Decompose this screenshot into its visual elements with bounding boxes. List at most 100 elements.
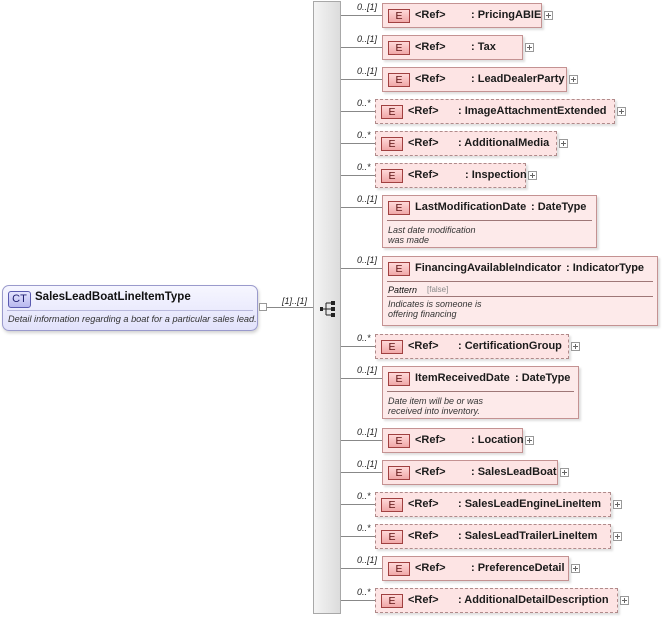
element-multiplicity: 0..* [357,523,371,533]
element-multiplicity: 0..[1] [357,255,378,265]
element-documentation: Date item will be or was [388,396,484,406]
complex-type-multiplicity: [1]..[1] [282,296,308,306]
element-name: : PricingABIE [471,9,542,21]
element-documentation: received into inventory. [388,406,480,416]
expand-icon[interactable] [569,75,578,84]
element-box[interactable]: E <Ref> : Location [382,428,524,453]
expand-icon[interactable] [525,436,534,445]
element-box[interactable]: E<Ref>: SalesLeadBoat [382,460,558,485]
element-multiplicity: 0..* [357,587,371,597]
element-name: : LeadDealerParty [471,73,565,85]
connector-line [341,440,382,441]
element-badge: E [381,169,403,183]
element-name: : SalesLeadTrailerLineItem [458,530,598,542]
element-box[interactable]: E FinancingAvailableIndicator : IndicatorT… [382,256,658,326]
connector-line [341,568,382,569]
expand-icon[interactable] [571,564,580,573]
complex-type-divider [7,310,253,311]
expand-icon[interactable] [560,468,569,477]
connector-line [341,79,382,80]
element-badge: E [388,9,410,23]
element-documentation: was made [388,235,430,245]
element-name: : Tax [471,41,496,53]
element-badge: E [388,262,410,276]
element-multiplicity: 0..* [357,491,371,501]
element-multiplicity: 0..[1] [357,365,378,375]
element-documentation: Last date modification [388,225,476,235]
element-multiplicity: 0..[1] [357,66,378,76]
element-multiplicity: 0..[1] [357,555,378,565]
element-name: : AdditionalMedia [458,137,550,149]
element-box[interactable]: E<Ref>: AdditionalMedia [375,131,557,156]
connector-line [341,175,375,176]
connector-line [341,268,382,269]
expand-icon[interactable] [559,139,568,148]
element-box[interactable]: E<Ref>: Inspection [375,163,527,188]
sequence-compositor [313,1,341,614]
element-name: : SalesLeadBoat [471,466,557,478]
element-badge: E [381,530,403,544]
ref-label: <Ref> [415,41,446,53]
element-badge: E [388,201,410,215]
element-multiplicity: 0..* [357,333,371,343]
element-divider [387,281,653,282]
element-multiplicity: 0..* [357,98,371,108]
element-multiplicity: 0..[1] [357,194,378,204]
expand-icon[interactable] [620,596,629,605]
ref-label: <Ref> [408,105,439,117]
element-box[interactable]: E<Ref>: PricingABIE [382,3,542,28]
connector-line [341,346,375,347]
element-type: : DateType [515,372,571,384]
connector-line [341,600,375,601]
element-name: : Location [471,434,524,446]
expand-icon[interactable] [571,342,580,351]
element-box[interactable]: E<Ref>: AdditionalDetailDescription [375,588,618,613]
element-name: : PreferenceDetail [471,562,565,574]
expand-icon[interactable] [617,107,626,116]
connector-line [341,47,382,48]
ref-label: <Ref> [408,530,439,542]
element-name: : SalesLeadEngineLineItem [458,498,602,510]
element-name: LastModificationDate [415,201,527,213]
element-box[interactable]: E <Ref> : Tax [382,35,523,60]
element-box[interactable]: E <Ref> : SalesLeadTrailerLineItem [375,524,611,549]
element-name: : ImageAttachmentExtended [458,105,607,117]
element-documentation: offering financing [388,309,457,319]
expand-icon[interactable] [544,11,553,20]
element-box[interactable]: E<Ref>: CertificationGroup [375,334,569,359]
element-badge: E [381,594,403,608]
expand-icon[interactable] [613,532,622,541]
ref-label: <Ref> [415,434,446,446]
pattern-label: Pattern [388,285,418,295]
ref-label: <Ref> [408,340,439,352]
sequence-icon [320,301,335,317]
element-box[interactable]: E<Ref>: SalesLeadEngineLineItem [375,492,611,517]
element-name: ItemReceivedDate [415,372,510,384]
element-multiplicity: 0..[1] [357,459,378,469]
expand-icon[interactable] [528,171,537,180]
collapse-icon[interactable] [259,303,267,311]
element-badge: E [388,73,410,87]
element-box[interactable]: E<Ref>: ImageAttachmentExtended [375,99,615,124]
connector-line [341,111,375,112]
element-divider [387,296,653,297]
element-multiplicity: 0..[1] [357,2,378,12]
element-multiplicity: 0..* [357,162,371,172]
complex-type-connector [267,307,317,308]
complex-type-box[interactable]: CT SalesLeadBoatLineItemType Detail info… [2,285,258,331]
element-badge: E [388,562,410,576]
complex-type-badge: CT [8,291,31,308]
element-type: : IndicatorType [566,262,645,274]
element-badge: E [388,41,410,55]
ref-label: <Ref> [408,169,439,181]
element-box[interactable]: E<Ref>: PreferenceDetail [382,556,569,581]
element-multiplicity: 0..* [357,130,371,140]
element-badge: E [388,434,410,448]
complex-type-name: SalesLeadBoatLineItemType [35,291,191,303]
expand-icon[interactable] [613,500,622,509]
element-box[interactable]: E<Ref>: LeadDealerParty [382,67,567,92]
element-name: FinancingAvailableIndicator [415,262,562,274]
expand-icon[interactable] [525,43,534,52]
